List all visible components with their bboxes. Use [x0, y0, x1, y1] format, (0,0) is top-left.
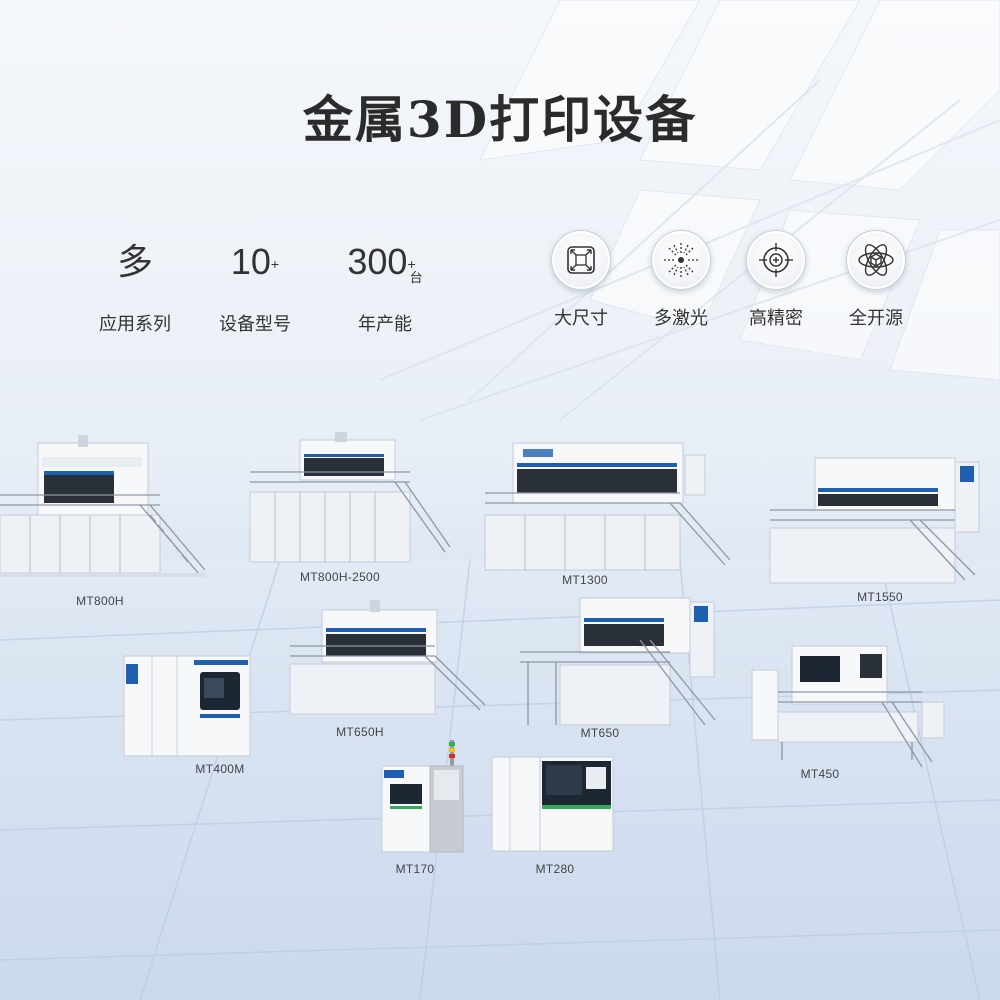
feature-label: 大尺寸 [554, 308, 608, 329]
machine-label: MT800H [76, 594, 124, 608]
machine-label: MT650H [336, 725, 384, 739]
stat-sup: + [270, 256, 280, 272]
feature-high-precision: 高精密 [731, 230, 821, 330]
stat-label: 设备型号 [219, 314, 291, 335]
machine-label: MT170 [395, 862, 435, 876]
machine-label: MT1550 [857, 590, 903, 604]
stat-value: 10 [230, 241, 271, 282]
stat-label: 应用系列 [99, 314, 171, 335]
laser-burst-icon [651, 230, 711, 290]
crosshair-target-icon [746, 230, 806, 290]
stat-value: 多 [116, 241, 153, 282]
stat-value: 300 [347, 241, 408, 282]
machine-mt280 [490, 755, 615, 855]
stat-sup: + [407, 256, 416, 272]
feature-multi-laser: 多激光 [636, 230, 726, 330]
stat-series: 多 应用系列 [70, 238, 200, 336]
stat-capacity: 300+台 年产能 [320, 238, 450, 336]
stat-models: 10+ 设备型号 [190, 238, 320, 336]
machine-label: MT400M [195, 762, 245, 776]
feature-large-size: 大尺寸 [536, 230, 626, 330]
machine-label: MT800H-2500 [299, 570, 380, 584]
machine-mt650h [289, 600, 486, 718]
feature-label: 高精密 [749, 308, 803, 329]
machine-mt170 [380, 740, 465, 855]
feature-label: 全开源 [849, 308, 903, 329]
machine-mt400m [122, 652, 252, 762]
machine-mt450 [751, 642, 947, 770]
machine-label: MT650 [580, 726, 620, 740]
machine-label: MT280 [535, 862, 575, 876]
feature-label: 多激光 [654, 308, 708, 329]
machine-mt800h [0, 435, 206, 590]
machine-mt1550 [769, 450, 990, 588]
machine-mt800h-2500 [249, 432, 451, 567]
stat-unit: 台 [409, 270, 423, 285]
feature-open-source: 全开源 [831, 230, 921, 330]
atom-cube-icon [846, 230, 906, 290]
machine-label: MT450 [800, 767, 840, 781]
stat-label: 年产能 [358, 314, 412, 335]
machine-mt650 [520, 590, 725, 730]
machine-mt1300 [484, 435, 731, 575]
machine-label: MT1300 [562, 573, 608, 587]
expand-arrows-icon [551, 230, 611, 290]
page-title: 金属3D打印设备 [302, 90, 698, 149]
